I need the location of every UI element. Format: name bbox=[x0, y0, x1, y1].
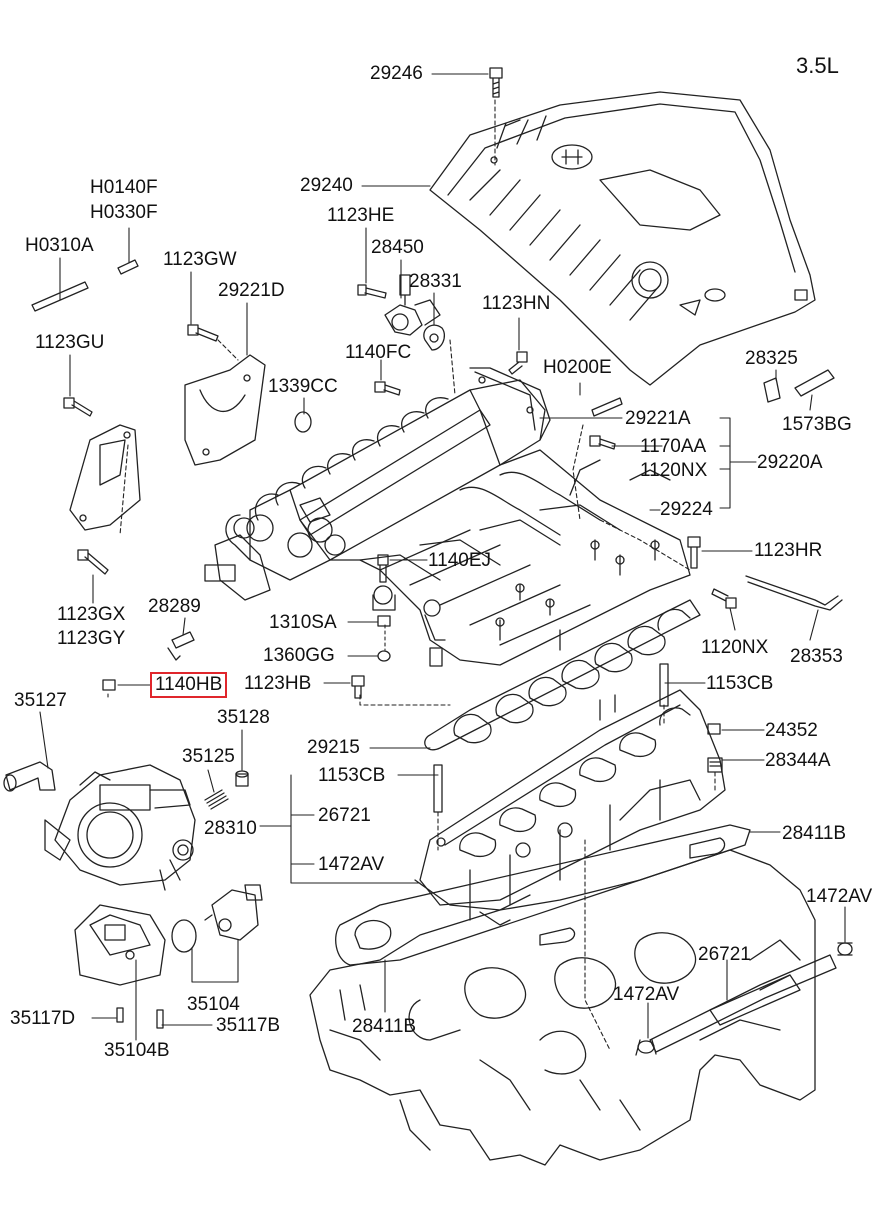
part-label-1339cc[interactable]: 1339CC bbox=[268, 376, 338, 397]
cap-35128 bbox=[235, 770, 249, 787]
part-label-1310sa[interactable]: 1310SA bbox=[269, 612, 337, 633]
bolts bbox=[63, 284, 737, 813]
part-label-1573bg[interactable]: 1573BG bbox=[782, 414, 852, 435]
part-label-28310[interactable]: 28310 bbox=[204, 818, 257, 839]
part-label-1140ej[interactable]: 1140EJ bbox=[428, 550, 492, 571]
part-label-29215[interactable]: 29215 bbox=[307, 737, 360, 758]
part-label-28353[interactable]: 28353 bbox=[790, 646, 843, 667]
part-label-h0330f[interactable]: H0330F bbox=[90, 202, 158, 223]
gasket-28331 bbox=[423, 324, 446, 351]
part-label-28289[interactable]: 28289 bbox=[148, 596, 201, 617]
part-label-1123gw[interactable]: 1123GW bbox=[163, 249, 237, 270]
part-label-35117b[interactable]: 35117B bbox=[216, 1015, 281, 1036]
part-label-35127[interactable]: 35127 bbox=[14, 690, 67, 711]
intake-plenum bbox=[204, 367, 551, 601]
part-label-35128[interactable]: 35128 bbox=[217, 707, 270, 728]
part-label-1153cb-lower[interactable]: 1153CB bbox=[318, 765, 386, 786]
part-label-1123gy[interactable]: 1123GY bbox=[57, 628, 126, 649]
cap-28325 bbox=[763, 369, 835, 403]
spring-35125 bbox=[204, 789, 229, 810]
part-label-1170aa[interactable]: 1170AA bbox=[640, 436, 707, 457]
part-label-28411b-lower[interactable]: 28411B bbox=[352, 1016, 417, 1037]
part-label-35104b[interactable]: 35104B bbox=[104, 1040, 170, 1061]
part-label-1123he[interactable]: 1123HE bbox=[327, 205, 395, 226]
part-label-h0140f[interactable]: H0140F bbox=[90, 177, 158, 198]
cover-bolt bbox=[489, 67, 503, 98]
part-label-1472av-center[interactable]: 1472AV bbox=[613, 984, 680, 1005]
part-label-28450[interactable]: 28450 bbox=[371, 237, 424, 258]
valve-28450 bbox=[384, 274, 441, 336]
part-label-29220a[interactable]: 29220A bbox=[757, 452, 823, 473]
part-label-h0200e[interactable]: H0200E bbox=[543, 357, 612, 378]
part-label-29246[interactable]: 29246 bbox=[370, 63, 423, 84]
pcv-hose bbox=[635, 942, 853, 1056]
part-label-1123gx[interactable]: 1123GX bbox=[57, 604, 126, 625]
part-label-26721-hose[interactable]: 26721 bbox=[698, 944, 751, 965]
part-label-1360gg[interactable]: 1360GG bbox=[263, 645, 335, 666]
part-label-1123gu[interactable]: 1123GU bbox=[35, 332, 105, 353]
part-label-1472av[interactable]: 1472AV bbox=[318, 854, 385, 875]
intake-gasket bbox=[424, 599, 701, 751]
part-label-35104[interactable]: 35104 bbox=[187, 994, 240, 1015]
throttle-body bbox=[44, 764, 196, 891]
part-label-29240[interactable]: 29240 bbox=[300, 175, 353, 196]
part-label-28331[interactable]: 28331 bbox=[409, 271, 462, 292]
small-screws bbox=[116, 1007, 164, 1029]
intake-runners bbox=[329, 449, 691, 667]
part-label-1140fc[interactable]: 1140FC bbox=[345, 342, 412, 363]
engine-block bbox=[309, 849, 816, 1166]
throttle-sensor bbox=[74, 904, 166, 986]
o-ring bbox=[171, 919, 197, 953]
part-label-26721[interactable]: 26721 bbox=[318, 805, 371, 826]
pins-h0310a bbox=[31, 259, 139, 312]
part-label-1123hr[interactable]: 1123HR bbox=[754, 540, 823, 561]
hose-28353 bbox=[745, 575, 843, 611]
leader-lines bbox=[39, 73, 846, 1051]
part-label-28344a[interactable]: 28344A bbox=[765, 750, 831, 771]
part-label-1123hn[interactable]: 1123HN bbox=[482, 293, 551, 314]
engine-size-label: 3.5L bbox=[796, 53, 839, 78]
engine-cover bbox=[429, 91, 816, 386]
part-label-29221a[interactable]: 29221A bbox=[625, 408, 691, 429]
pcv-fitting bbox=[3, 761, 56, 792]
part-label-1153cb[interactable]: 1153CB bbox=[706, 673, 774, 694]
bracket-1123gu bbox=[69, 424, 141, 531]
part-label-1472av-right[interactable]: 1472AV bbox=[806, 886, 873, 907]
part-label-35125[interactable]: 35125 bbox=[182, 746, 235, 767]
bracket-29221d bbox=[184, 354, 266, 466]
pin-h0200e bbox=[591, 397, 623, 417]
lower-intake-manifold bbox=[414, 689, 726, 926]
part-label-1120nx[interactable]: 1120NX bbox=[640, 460, 708, 481]
part-label-35117d[interactable]: 35117D bbox=[10, 1008, 76, 1029]
part-label-29224[interactable]: 29224 bbox=[660, 499, 713, 520]
part-label-1140hb-highlighted[interactable]: 1140HB bbox=[150, 672, 228, 698]
part-label-1123hb[interactable]: 1123HB bbox=[244, 673, 312, 694]
part-label-24352[interactable]: 24352 bbox=[765, 720, 818, 741]
part-label-h0310a[interactable]: H0310A bbox=[25, 235, 94, 256]
part-label-29221d[interactable]: 29221D bbox=[218, 280, 285, 301]
part-label-28325[interactable]: 28325 bbox=[745, 348, 798, 369]
idle-actuator bbox=[204, 884, 263, 941]
part-label-1120nx-lower[interactable]: 1120NX bbox=[701, 637, 769, 658]
lower-gasket bbox=[335, 824, 751, 966]
part-label-28411b[interactable]: 28411B bbox=[782, 823, 847, 844]
